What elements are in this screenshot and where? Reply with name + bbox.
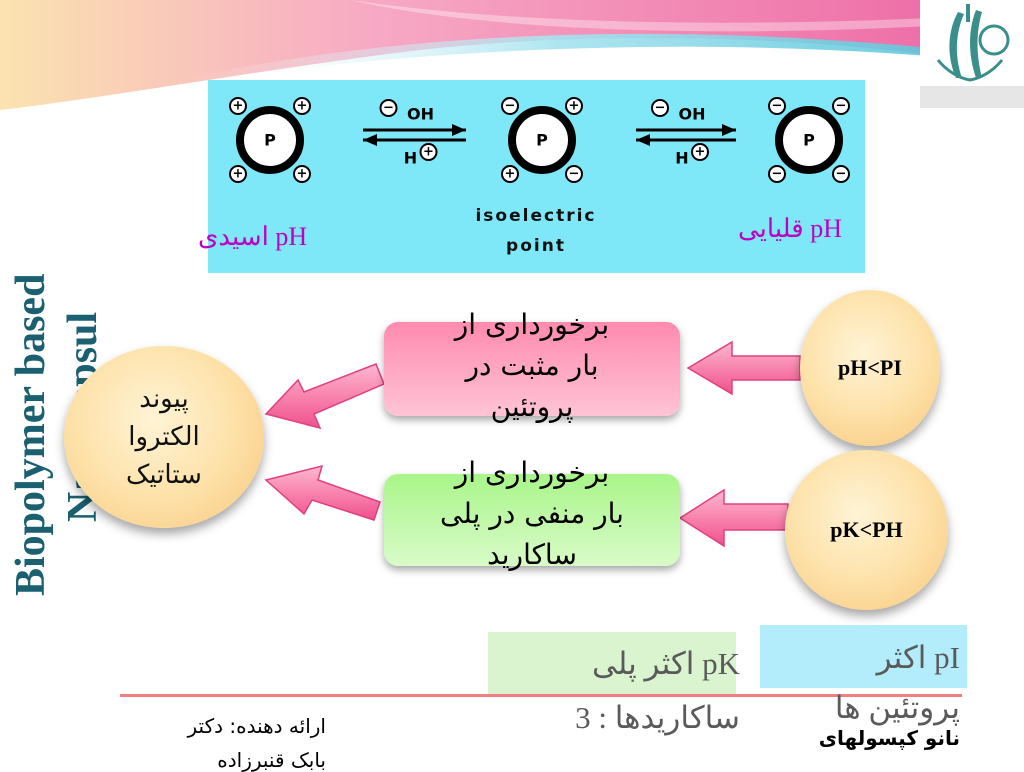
alkaline-charge-4-sign: − xyxy=(836,167,847,182)
negative-line-1: برخورداری از xyxy=(454,456,610,489)
ph-less-pi-label: pH<PI xyxy=(838,355,902,380)
pi-note-line-2: پروتئین ها xyxy=(834,690,960,725)
equilibrium-left-oh-label: OH xyxy=(407,105,434,124)
negative-charge-box xyxy=(384,474,680,566)
equilibrium-left-h-charge-sign: + xyxy=(423,145,434,160)
alkaline-protein-circle xyxy=(775,106,843,174)
university-logo xyxy=(920,0,1024,108)
acidic-protein-circle xyxy=(236,106,304,174)
pk-less-ph-circle: pK<PH xyxy=(785,450,948,610)
pi-note-line-1: pI اکثر xyxy=(876,640,960,675)
equilibrium-right-h-charge xyxy=(691,143,709,161)
pk-note-line-2: ساکاریدها : 3 xyxy=(575,700,740,735)
isoelectric-charge-3 xyxy=(501,165,519,183)
isoelectric-charge-4 xyxy=(565,165,583,183)
presenter-name: بابک قنبرزاده xyxy=(217,748,326,772)
isoelectric-charge-1-sign: − xyxy=(505,99,516,114)
electrostatic-bond-circle: پیوند الکتروا ستاتیک xyxy=(64,346,264,528)
equilibrium-left-h-charge xyxy=(419,143,438,161)
positive-line-1: برخورداری از xyxy=(454,308,610,341)
bond-line-2: الکتروا xyxy=(128,422,200,452)
header-swoosh xyxy=(0,0,930,110)
equilibrium-right-forward-head xyxy=(722,124,736,136)
acidic-charge-1 xyxy=(229,97,247,115)
footer-topic: نانو کپسولهای xyxy=(818,726,960,750)
presenter-label: ارائه دهنده: دکتر xyxy=(187,714,326,738)
isoelectric-charge-4-sign: − xyxy=(569,167,580,182)
positive-line-2: بار مثبت در xyxy=(465,349,599,382)
isoelectric-protein-circle xyxy=(508,106,576,174)
pk-note-line-1: pK اکثر پلی xyxy=(592,646,740,681)
footer-divider xyxy=(120,694,962,697)
isoelectric-label: isoelectric xyxy=(475,206,597,226)
equilibrium-left-h-label: H xyxy=(404,149,417,168)
isoelectric-protein-label: P xyxy=(536,131,548,150)
isoelectric-charge-2 xyxy=(565,97,583,115)
positive-line-3: پروتئین xyxy=(490,390,574,423)
alkaline-charge-3-sign: − xyxy=(772,167,783,182)
equilibrium-left-oh-charge-sign: − xyxy=(383,101,394,116)
positive-charge-box xyxy=(384,322,680,416)
alkaline-charge-4 xyxy=(832,165,850,183)
acidic-charge-2-sign: + xyxy=(297,99,308,114)
protein-charge-diagram: P++++−OHH+P−++−−OHH+P−−−− xyxy=(229,97,850,183)
pk-less-ph-label: pK<PH xyxy=(830,517,903,542)
ph-alkaline-label: pH قلیایی xyxy=(738,214,842,243)
equilibrium-left-back-head xyxy=(363,134,377,146)
equilibrium-right-h-charge-sign: + xyxy=(695,145,706,160)
acidic-charge-2 xyxy=(293,97,311,115)
point-label: point xyxy=(506,236,566,256)
isoelectric-charge-2-sign: + xyxy=(569,99,580,114)
bond-line-3: ستاتیک xyxy=(126,460,202,490)
acidic-charge-3-sign: + xyxy=(233,167,244,182)
negative-line-2: بار منفی در پلی xyxy=(440,497,624,530)
alkaline-charge-2 xyxy=(832,97,850,115)
vertical-title-line1: Biopolymer based xyxy=(8,274,54,596)
acidic-charge-4 xyxy=(293,165,311,183)
alkaline-charge-1-sign: − xyxy=(772,99,783,114)
equilibrium-right-oh-charge xyxy=(651,99,669,117)
arrow-pkph-to-negative xyxy=(678,488,789,548)
alkaline-charge-2-sign: − xyxy=(836,99,847,114)
acidic-charge-4-sign: + xyxy=(297,167,308,182)
equilibrium-right-oh-charge-sign: − xyxy=(655,101,666,116)
equilibrium-right-oh-label: OH xyxy=(679,105,706,124)
ph-less-pi-circle: pH<PI xyxy=(800,290,940,446)
bond-line-1: پیوند xyxy=(139,384,189,414)
arrow-phpi-to-positive xyxy=(686,340,801,396)
equilibrium-left-forward-head xyxy=(452,124,466,136)
alkaline-charge-1 xyxy=(768,97,786,115)
negative-charge-text: برخورداری از بار منفی در پلی ساکارید xyxy=(377,452,687,575)
negative-line-3: ساکارید xyxy=(487,538,577,571)
acidic-charge-1-sign: + xyxy=(233,99,244,114)
ph-acidic-label: pH اسیدی xyxy=(198,222,308,251)
acidic-charge-3 xyxy=(229,165,247,183)
equilibrium-left-oh-charge xyxy=(379,99,398,117)
isoelectric-charge-1 xyxy=(501,97,519,115)
equilibrium-right-back-head xyxy=(636,134,650,146)
arrow-negative-to-bond xyxy=(264,464,381,521)
arrow-positive-to-bond xyxy=(264,363,385,430)
acidic-protein-label: P xyxy=(264,131,276,150)
pi-note-box xyxy=(760,625,967,688)
alkaline-protein-label: P xyxy=(803,131,815,150)
pk-note-box xyxy=(488,632,736,697)
equilibrium-right-h-label: H xyxy=(675,149,688,168)
isoelectric-charge-3-sign: + xyxy=(505,167,516,182)
alkaline-charge-3 xyxy=(768,165,786,183)
positive-charge-text: برخورداری از بار مثبت در پروتئین xyxy=(377,304,687,427)
